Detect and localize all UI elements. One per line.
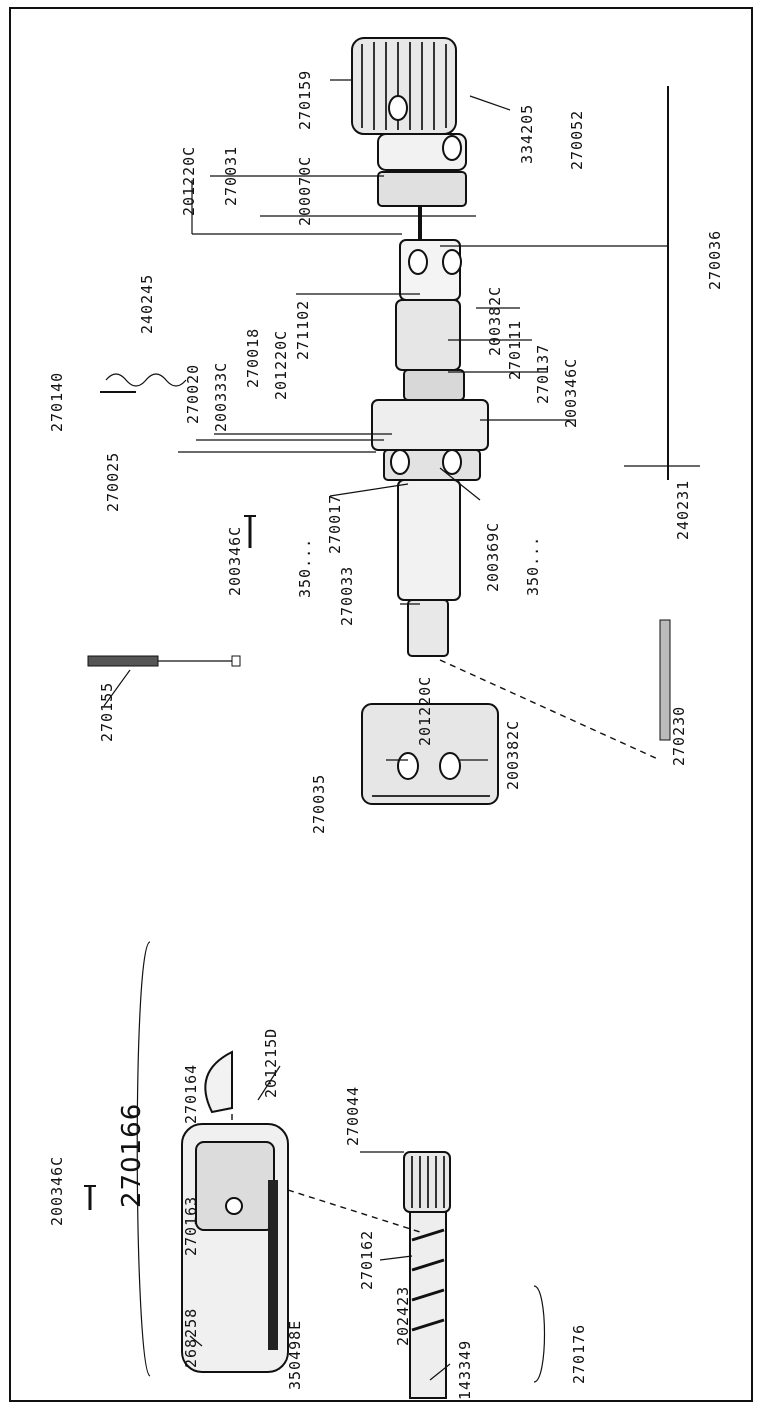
set-screw-200346C xyxy=(244,515,256,548)
label-200382C: 200382C xyxy=(486,286,504,356)
screw-icon xyxy=(390,449,410,475)
label-270164: 270164 xyxy=(182,1064,200,1124)
label-268258: 268258 xyxy=(182,1308,200,1368)
label-270111: 270111 xyxy=(506,320,524,380)
label-270176: 270176 xyxy=(570,1324,588,1384)
label-143349: 143349 xyxy=(456,1340,474,1400)
label-270031: 270031 xyxy=(222,146,240,206)
label-334205: 334205 xyxy=(518,104,536,164)
part-labels: 270159 334205 270052 270031 200070C 2012… xyxy=(48,70,724,1400)
label-350a: 350... xyxy=(296,538,314,598)
label-270163: 270163 xyxy=(182,1196,200,1256)
screw-icon xyxy=(442,449,462,475)
brace-270176 xyxy=(533,1285,546,1383)
label-270036: 270036 xyxy=(706,230,724,290)
label-350498E: 350498E xyxy=(286,1320,304,1390)
label-270035: 270035 xyxy=(310,774,328,834)
label-270018: 270018 xyxy=(244,328,262,388)
label-200382C: 200382C xyxy=(504,720,522,790)
screw-icon xyxy=(408,249,428,275)
label-270025: 270025 xyxy=(104,452,122,512)
label-270166: 270166 xyxy=(117,1103,147,1208)
label-201220C: 201220C xyxy=(272,330,290,400)
label-270137: 270137 xyxy=(534,344,552,404)
pin-270155 xyxy=(87,655,241,667)
rod-270230 xyxy=(659,619,671,741)
label-270033: 270033 xyxy=(338,566,356,626)
label-200346C: 200346C xyxy=(48,1156,66,1226)
label-270155: 270155 xyxy=(98,682,116,742)
label-270017: 270017 xyxy=(326,494,344,554)
gear-270159 xyxy=(351,37,457,135)
screw-icon xyxy=(442,249,462,275)
screw-icon xyxy=(439,752,461,780)
label-270020: 270020 xyxy=(184,364,202,424)
knob-270044 xyxy=(403,1151,451,1213)
label-270140: 270140 xyxy=(48,372,66,432)
label-270230: 270230 xyxy=(670,706,688,766)
label-270162: 270162 xyxy=(358,1230,376,1290)
label-200369C: 200369C xyxy=(484,522,502,592)
screw-icon xyxy=(388,95,408,121)
cap-201215D xyxy=(204,1050,233,1114)
screw-icon xyxy=(397,752,419,780)
label-270044: 270044 xyxy=(344,1086,362,1146)
label-201220C: 201220C xyxy=(416,676,434,746)
label-201215D: 201215D xyxy=(262,1028,280,1098)
label-200070C: 200070C xyxy=(296,156,314,226)
label-270159: 270159 xyxy=(296,70,314,130)
label-240231: 240231 xyxy=(674,480,692,540)
page-frame xyxy=(9,7,753,1402)
spring-270140 xyxy=(100,373,187,393)
worm-shaft-270162 xyxy=(409,1211,447,1399)
hub-assembly xyxy=(371,239,489,657)
label-202423: 202423 xyxy=(394,1286,412,1346)
label-201220C: 201220C xyxy=(180,146,198,216)
label-270052: 270052 xyxy=(568,110,586,170)
leader-lines xyxy=(103,79,668,1381)
screw-icon xyxy=(442,135,462,161)
label-200346C: 200346C xyxy=(226,526,244,596)
label-350b: 350... xyxy=(524,536,542,596)
dashed-guide xyxy=(439,659,661,761)
label-200333C: 200333C xyxy=(212,362,230,432)
collar-270031 xyxy=(377,95,467,207)
label-240245: 240245 xyxy=(138,274,156,334)
set-screw-icon xyxy=(84,1185,96,1210)
housing-270163 xyxy=(181,1123,289,1373)
dashed-guide xyxy=(287,1189,421,1233)
label-200346C: 200346C xyxy=(562,358,580,428)
brace-270166 xyxy=(136,941,151,1377)
label-271102: 271102 xyxy=(294,300,312,360)
